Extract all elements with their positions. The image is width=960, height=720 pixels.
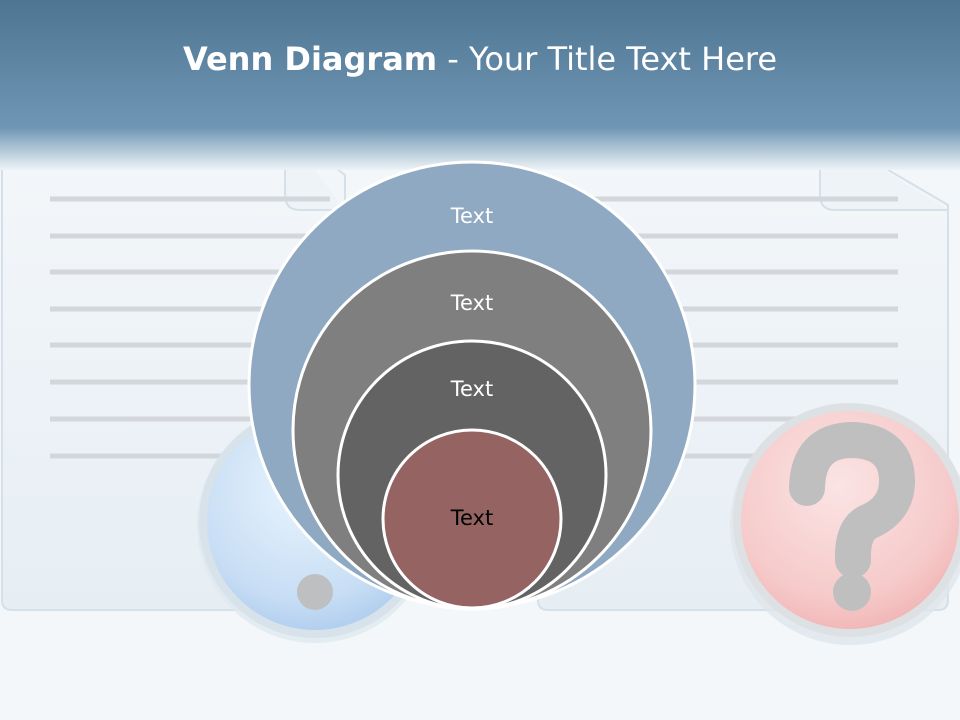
venn-circle-label-1: Text xyxy=(450,204,493,228)
title-bold: Venn Diagram xyxy=(182,40,438,78)
venn-circle-4 xyxy=(381,428,563,610)
venn-circle-label-4: Text xyxy=(450,506,493,530)
header-band xyxy=(0,0,960,170)
venn-circle-label-2: Text xyxy=(450,291,493,315)
venn-circle-label-3: Text xyxy=(450,377,493,401)
question-mark-icon xyxy=(730,403,960,645)
title-rest: - Your Title Text Here xyxy=(437,40,778,78)
page-title: Venn Diagram - Your Title Text Here xyxy=(0,40,960,78)
